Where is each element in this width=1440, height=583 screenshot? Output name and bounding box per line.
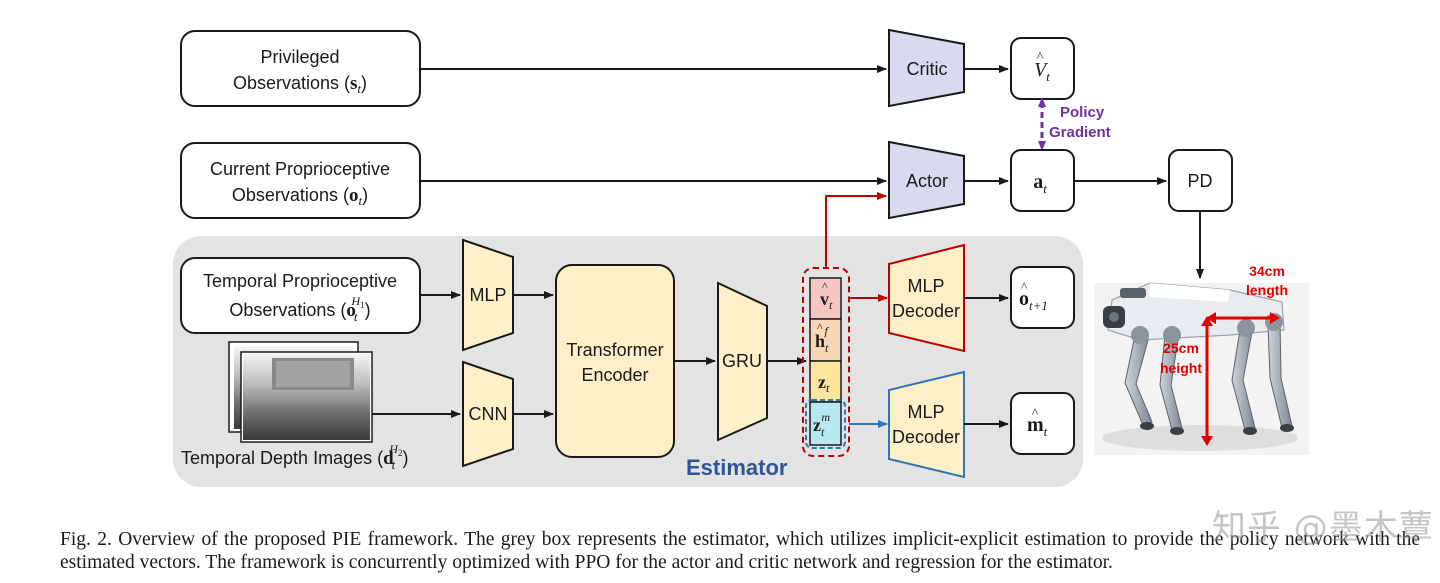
obs-decoder-block: [888, 243, 965, 353]
critic-label: Critic: [907, 59, 948, 79]
current-line1: Current Proprioceptive: [210, 159, 390, 179]
obs-decoder-line2: Decoder: [892, 301, 960, 321]
map-decoder-line2: Decoder: [892, 427, 960, 447]
obs-next-symbol: ot+1: [1019, 288, 1048, 313]
actor-block: [888, 140, 965, 220]
arrow-latents-to-actor: [825, 192, 887, 268]
privileged-observations-box: [180, 30, 421, 107]
gru-block: [717, 281, 768, 442]
action-symbol: at: [1033, 171, 1047, 196]
latent-h-hat: ^: [817, 320, 823, 334]
robot-height-line1: 25cm: [1163, 340, 1199, 356]
obs-next-hat: ^: [1021, 279, 1027, 294]
pd-label: PD: [1187, 171, 1212, 191]
temporal-line1: Temporal Proprioceptive: [203, 271, 397, 291]
robot-height-line2: height: [1160, 360, 1202, 376]
latent-v-symbol: vt: [820, 289, 833, 312]
policy-gradient-line1: Policy: [1060, 104, 1105, 121]
latent-h-cell: [809, 318, 842, 362]
temporal-observations-box: [180, 257, 421, 334]
obs-next-output-box: [1010, 266, 1075, 329]
transformer-line2: Encoder: [581, 365, 648, 385]
map-output-box: [1010, 392, 1075, 455]
latent-zm-cell: [809, 401, 842, 446]
robot-length-line2: length: [1246, 282, 1288, 298]
mlp-encoder-label: MLP: [469, 285, 506, 305]
current-observations-box: [180, 142, 421, 219]
current-line2: Observations (ot): [232, 185, 368, 208]
map-hat: ^: [1032, 405, 1038, 420]
gru-label: GRU: [722, 351, 762, 371]
obs-decoder-line1: MLP: [907, 276, 944, 296]
value-symbol: Vt: [1034, 59, 1050, 84]
quadruped-robot-image: [1094, 282, 1309, 455]
depth-images-label: Temporal Depth Images (dtH2): [181, 442, 408, 472]
watermark: 知乎 @墨木蕈: [1212, 508, 1434, 548]
cnn-label: CNN: [469, 404, 508, 424]
latent-v-hat: ^: [822, 279, 828, 293]
transformer-encoder-block: [555, 264, 675, 458]
depth-images-icon: [228, 341, 373, 443]
map-decoder-block: [888, 370, 965, 479]
map-decoder-line1: MLP: [907, 402, 944, 422]
latent-z-symbol: zt: [818, 372, 830, 395]
privileged-line1: Privileged: [260, 47, 339, 67]
transformer-line1: Transformer: [566, 340, 663, 360]
latent-h-symbol: htf: [815, 324, 829, 355]
privileged-line2: Observations (st): [233, 73, 367, 96]
value-hat: ^: [1037, 50, 1044, 65]
mlp-encoder-block: [462, 238, 514, 352]
robot-length-line1: 34cm: [1249, 263, 1285, 279]
policy-gradient-line2: Gradient: [1049, 124, 1111, 141]
map-symbol: mt: [1027, 414, 1048, 439]
figure-caption: Fig. 2. Overview of the proposed PIE fra…: [60, 529, 1420, 573]
latent-v-cell: [809, 277, 842, 320]
temporal-line2: Observations (otH1): [229, 294, 370, 324]
cnn-block: [462, 360, 514, 468]
critic-block: [888, 28, 965, 108]
actor-label: Actor: [906, 171, 948, 191]
latent-zm-symbol: ztm: [813, 410, 830, 439]
estimator-label: Estimator: [686, 455, 788, 480]
pie-framework-diagram: Privileged Observations (st) Critic Vt ^…: [173, 28, 1309, 487]
